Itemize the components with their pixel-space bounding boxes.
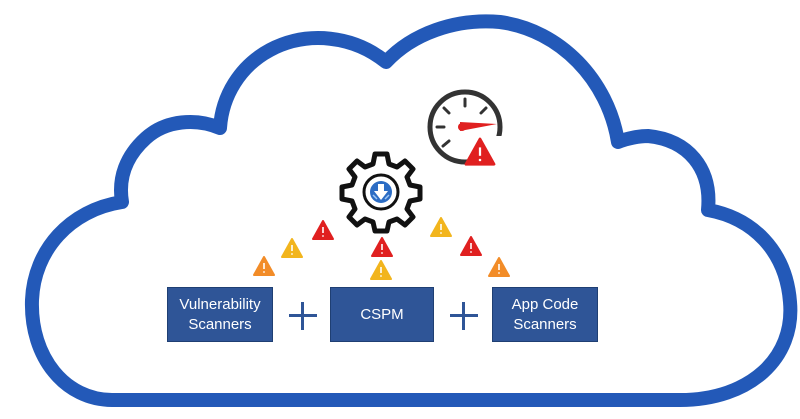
gauge-icon bbox=[427, 89, 506, 166]
warning-triangle-icon-center-1 bbox=[371, 237, 393, 257]
warning-triangle-icon-right-3 bbox=[488, 257, 510, 277]
app-code-scanners-label-line2: Scanners bbox=[513, 315, 577, 333]
gear-icon bbox=[339, 151, 423, 234]
cloud-outline bbox=[24, 14, 798, 407]
warning-triangle-icon-right-2 bbox=[460, 236, 482, 256]
vulnerability-scanners-box: Vulnerability Scanners bbox=[167, 287, 273, 342]
plus-icon-left bbox=[289, 302, 317, 330]
app-code-scanners-box: App Code Scanners bbox=[492, 287, 598, 342]
warning-triangle-icon-left-2 bbox=[281, 238, 303, 258]
vulnerability-scanners-label-line2: Scanners bbox=[188, 315, 252, 333]
cspm-box: CSPM bbox=[330, 287, 434, 342]
vulnerability-scanners-label-line1: Vulnerability bbox=[179, 295, 261, 313]
warning-triangle-icon-left-1 bbox=[312, 220, 334, 240]
plus-icon-right bbox=[450, 302, 478, 330]
cspm-label: CSPM bbox=[360, 305, 404, 323]
warning-triangle-icon-right-1 bbox=[430, 217, 452, 237]
warning-triangle-icon-center-2 bbox=[370, 260, 392, 280]
warning-triangle-icon-left-3 bbox=[253, 256, 275, 276]
app-code-scanners-label-line1: App Code bbox=[511, 295, 579, 313]
